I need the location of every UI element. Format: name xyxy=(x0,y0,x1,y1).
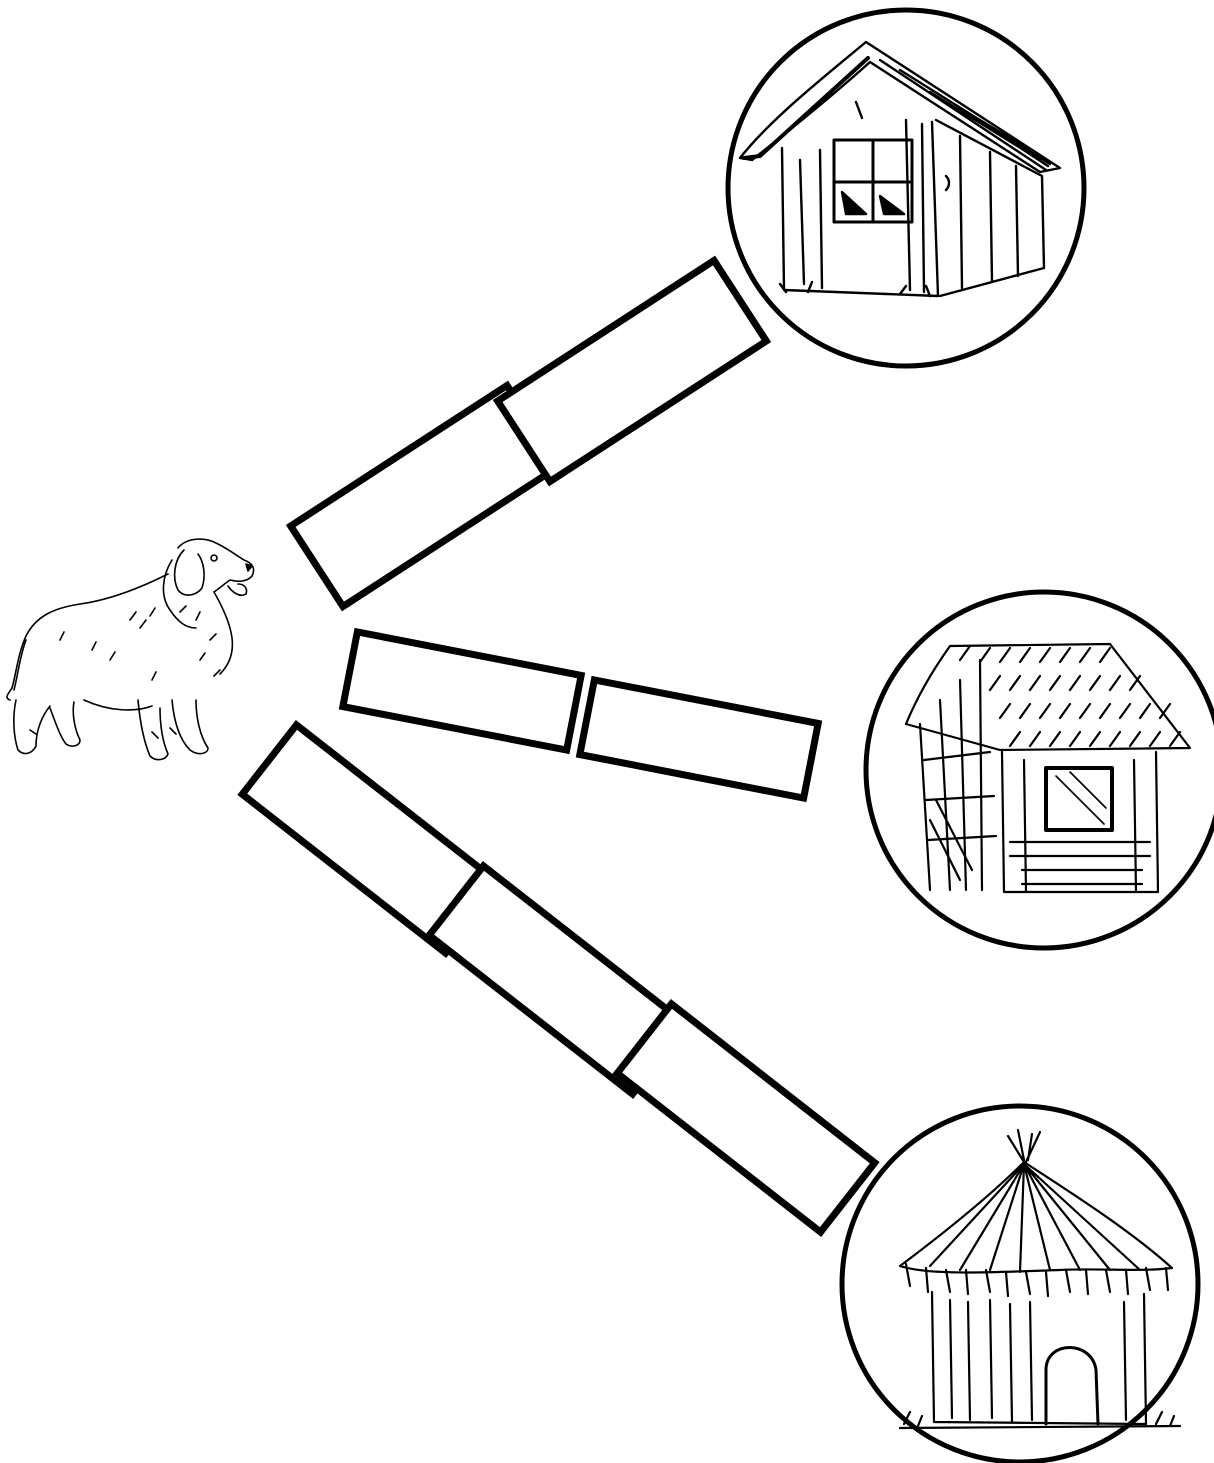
path-brick-house xyxy=(338,627,823,803)
answer-box[interactable] xyxy=(492,255,772,487)
brick-house-card xyxy=(863,589,1214,951)
straw-hut-card xyxy=(839,1103,1201,1463)
answer-box[interactable] xyxy=(575,675,823,803)
path-straw-hut xyxy=(237,719,880,1238)
straw-hut-icon xyxy=(898,1128,1182,1430)
path-wooden-house xyxy=(285,255,772,612)
dog-icon xyxy=(6,538,255,761)
answer-box[interactable] xyxy=(612,998,880,1238)
brick-house-icon xyxy=(904,642,1192,894)
wooden-house-icon xyxy=(738,40,1062,298)
wooden-house-card xyxy=(725,7,1087,369)
answer-box[interactable] xyxy=(338,627,586,755)
